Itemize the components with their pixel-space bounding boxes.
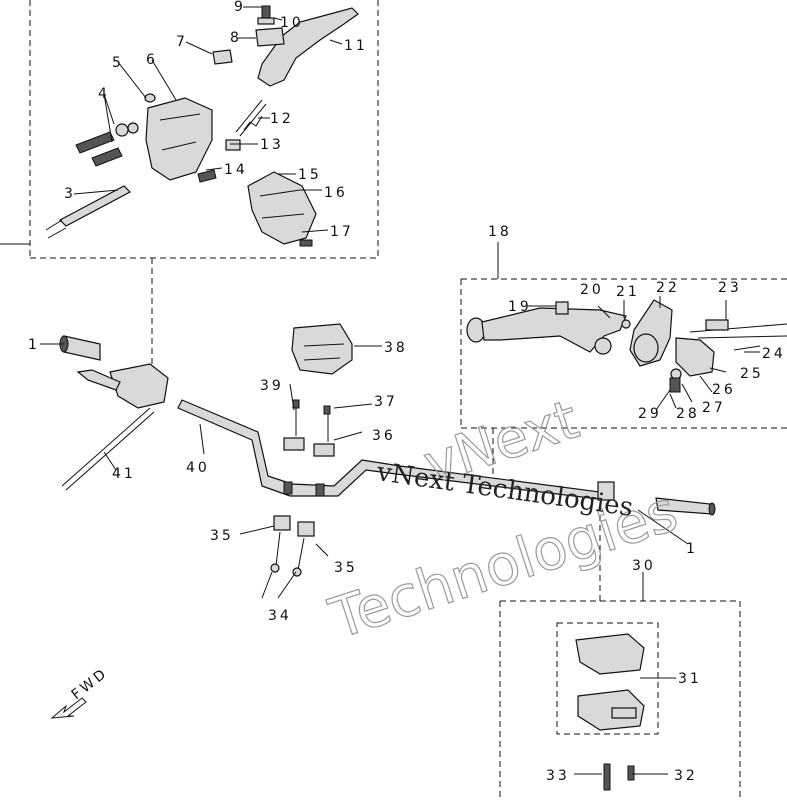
callout-5: 5 [112,55,124,71]
group-box-master-cylinder [0,0,379,365]
callout-10: 10 [280,15,304,31]
callout-22: 22 [656,280,680,296]
callout-21: 21 [616,284,640,300]
callout-41: 41 [112,466,136,482]
callout-28: 28 [676,406,700,422]
callout-38: 38 [384,340,408,356]
callout-20: 20 [580,282,604,298]
callout-25: 25 [740,366,764,382]
callout-30: 30 [632,558,656,574]
callout-8: 8 [230,30,242,46]
callout-16: 16 [324,185,348,201]
callout-9: 9 [234,0,246,15]
callout-6: 6 [146,52,158,68]
callout-26: 26 [712,382,736,398]
clutch-lever-parts [466,296,787,411]
callout-14: 14 [224,162,248,178]
callout-12: 12 [270,111,294,127]
callout-7: 7 [176,34,188,50]
handlebar-assembly [40,323,716,791]
callout-24: 24 [762,346,786,362]
master-cylinder-parts [45,5,359,247]
group-box-clutch-lever [460,242,787,478]
callout-33: 33 [546,768,570,784]
callout-40: 40 [186,460,210,476]
callout-17: 17 [330,224,354,240]
callout-1-left: 1 [28,337,40,353]
group-box-switch-housing [499,515,741,801]
callout-27: 27 [702,400,726,416]
callout-35-right: 35 [334,560,358,576]
callout-19: 19 [508,299,532,315]
callout-18: 18 [488,224,512,240]
callout-31: 31 [678,671,702,687]
callout-37: 37 [374,394,398,410]
callout-39: 39 [260,378,284,394]
callout-3: 3 [64,186,76,202]
callout-13: 13 [260,137,284,153]
callout-15: 15 [298,167,322,183]
callout-34: 34 [268,608,292,624]
callout-4: 4 [98,86,110,102]
callout-11: 11 [344,38,368,54]
callout-29: 29 [638,406,662,422]
fwd-label: FWD [69,665,112,703]
callout-36: 36 [372,428,396,444]
callout-35: 35 [210,528,234,544]
callout-1-right: 1 [686,541,698,557]
callout-23: 23 [718,280,742,296]
callout-32: 32 [674,768,698,784]
callout-labels: 9 10 7 8 11 5 6 4 12 13 14 15 16 17 3 18… [28,0,786,784]
